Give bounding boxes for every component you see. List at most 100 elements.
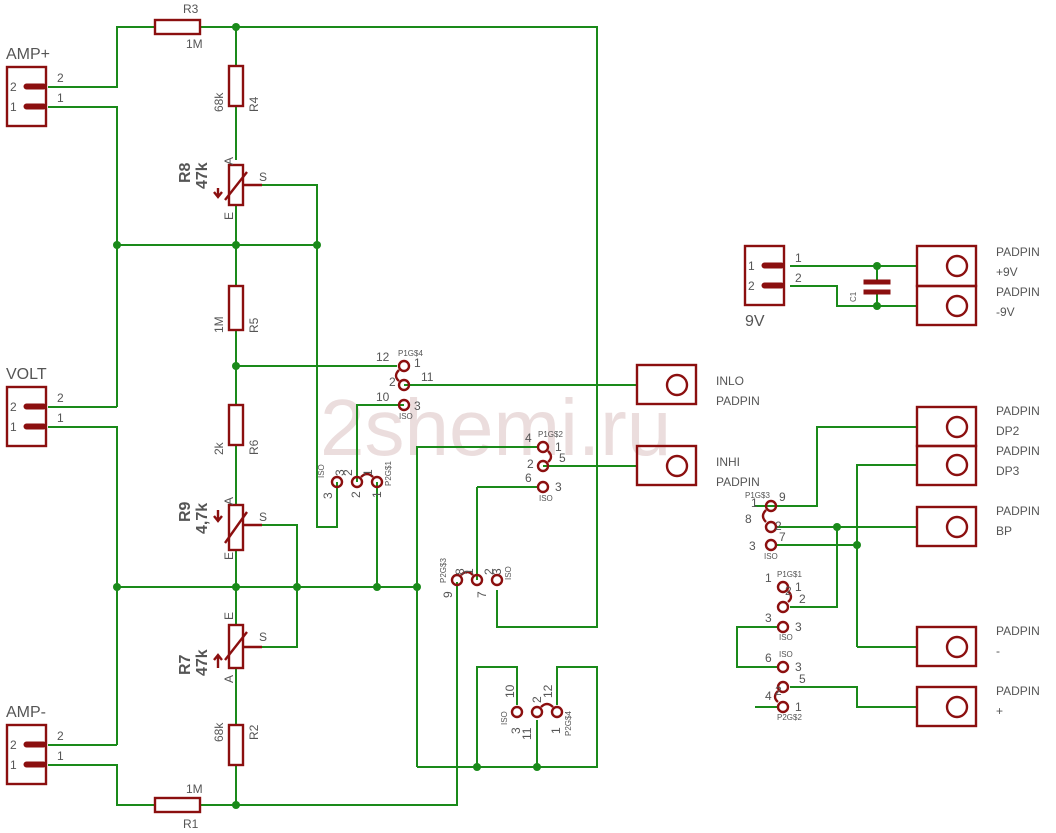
svg-text:A: A — [222, 497, 236, 505]
svg-text:ISO: ISO — [779, 650, 793, 659]
svg-text:R4: R4 — [247, 96, 261, 112]
connector-9v: 9V 1 2 1 2 — [743, 244, 802, 330]
svg-text:5: 5 — [559, 451, 566, 465]
svg-text:-: - — [996, 644, 1000, 658]
svg-text:ISO: ISO — [500, 711, 509, 725]
pad-plus-9v: PADPIN +9V — [915, 244, 1040, 288]
connector-amp-plus: AMP+ 2 1 2 1 — [5, 46, 64, 128]
svg-text:1: 1 — [795, 700, 802, 714]
svg-text:PADPIN: PADPIN — [996, 624, 1040, 638]
svg-text:3: 3 — [414, 399, 421, 413]
svg-text:+9V: +9V — [996, 265, 1018, 279]
svg-text:1: 1 — [57, 91, 64, 105]
svg-text:1: 1 — [555, 440, 562, 454]
svg-text:1: 1 — [57, 411, 64, 425]
svg-text:4: 4 — [765, 689, 772, 703]
svg-text:1: 1 — [361, 469, 375, 476]
switch-p1g4: 12 P1G$4 1 2 11 10 3 ISO — [376, 349, 434, 421]
svg-text:ISO: ISO — [539, 494, 553, 503]
svg-text:R1: R1 — [183, 817, 199, 831]
svg-text:PADPIN: PADPIN — [996, 404, 1040, 418]
pad-minus: PADPIN - — [915, 624, 1040, 668]
connector-volt: VOLT 2 1 2 1 — [5, 366, 64, 448]
svg-text:DP2: DP2 — [996, 424, 1020, 438]
resistor-r5: 1M R5 — [212, 284, 261, 333]
capacitor-c1: C1 — [849, 279, 891, 302]
svg-text:2: 2 — [10, 738, 17, 752]
svg-text:A: A — [222, 157, 236, 165]
svg-text:2: 2 — [10, 400, 17, 414]
svg-text:7: 7 — [475, 591, 489, 598]
svg-text:1: 1 — [795, 251, 802, 265]
pad-plus: PADPIN + — [915, 684, 1040, 728]
svg-text:6: 6 — [525, 471, 532, 485]
svg-text:1: 1 — [795, 580, 802, 594]
svg-text:E: E — [222, 612, 236, 620]
svg-text:1M: 1M — [186, 37, 203, 51]
svg-text:4: 4 — [525, 431, 532, 445]
connector-amp-minus: AMP- 2 1 2 1 — [5, 704, 64, 786]
switch-p2g1: 3 3 2 2 1 1 ISO P2G$1 — [317, 461, 393, 499]
svg-text:2: 2 — [530, 696, 544, 703]
svg-text:PADPIN: PADPIN — [716, 475, 760, 489]
svg-text:INHI: INHI — [716, 455, 740, 469]
svg-text:68k: 68k — [212, 722, 226, 742]
svg-text:1: 1 — [57, 749, 64, 763]
svg-text:47k: 47k — [194, 162, 211, 189]
trimmer-r9: R9 4,7k A E S — [177, 497, 267, 560]
svg-text:2: 2 — [57, 71, 64, 85]
svg-text:ISO: ISO — [764, 552, 778, 561]
svg-text:R9: R9 — [177, 501, 194, 522]
svg-text:2: 2 — [775, 519, 782, 533]
svg-text:BP: BP — [996, 524, 1012, 538]
svg-text:2: 2 — [341, 469, 355, 476]
svg-text:1: 1 — [414, 356, 421, 370]
svg-text:P2G$2: P2G$2 — [777, 713, 802, 722]
svg-text:9: 9 — [441, 591, 455, 598]
svg-text:1: 1 — [751, 496, 758, 510]
svg-text:4,7k: 4,7k — [194, 503, 211, 534]
svg-text:1: 1 — [10, 758, 17, 772]
svg-text:2: 2 — [799, 592, 806, 606]
svg-text:DP3: DP3 — [996, 464, 1020, 478]
connector-name: AMP+ — [6, 46, 50, 63]
junctions — [113, 23, 881, 809]
svg-text:3: 3 — [321, 492, 335, 499]
svg-text:3: 3 — [795, 660, 802, 674]
svg-text:+: + — [996, 704, 1003, 718]
svg-text:1: 1 — [748, 259, 755, 273]
svg-text:3: 3 — [749, 539, 756, 553]
svg-text:E: E — [222, 212, 236, 220]
resistor-r2: 68k R2 — [212, 722, 261, 767]
svg-text:68k: 68k — [212, 92, 226, 112]
svg-text:ISO: ISO — [317, 464, 326, 478]
svg-text:2: 2 — [785, 584, 792, 598]
svg-text:E: E — [222, 552, 236, 560]
wires — [48, 26, 917, 806]
svg-text:9: 9 — [779, 490, 786, 504]
resistor-r4: 68k R4 — [212, 64, 261, 112]
pad-bp: PADPIN BP — [915, 504, 1040, 548]
svg-text:1: 1 — [462, 568, 476, 575]
svg-text:3: 3 — [509, 727, 523, 734]
svg-text:3: 3 — [333, 469, 347, 476]
switch-p1g1: P1G$1 1 1 2 2 3 3 ISO — [765, 570, 806, 642]
svg-text:P1G$1: P1G$1 — [777, 570, 802, 579]
svg-text:-9V: -9V — [996, 305, 1015, 319]
svg-text:3: 3 — [490, 568, 504, 575]
watermark: 2shemi.ru — [320, 383, 671, 472]
trimmer-r8: R8 47k A E S — [177, 157, 267, 220]
svg-text:47k: 47k — [194, 649, 211, 676]
svg-text:C1: C1 — [849, 291, 858, 302]
svg-text:PADPIN: PADPIN — [996, 444, 1040, 458]
svg-text:8: 8 — [453, 568, 467, 575]
svg-text:5: 5 — [799, 672, 806, 686]
svg-text:2: 2 — [10, 80, 17, 94]
svg-text:P2G$3: P2G$3 — [439, 558, 448, 583]
svg-text:ISO: ISO — [399, 412, 413, 421]
svg-text:P2G$4: P2G$4 — [564, 711, 573, 736]
svg-text:R3: R3 — [183, 2, 199, 16]
svg-text:2: 2 — [527, 457, 534, 471]
svg-text:2: 2 — [57, 391, 64, 405]
